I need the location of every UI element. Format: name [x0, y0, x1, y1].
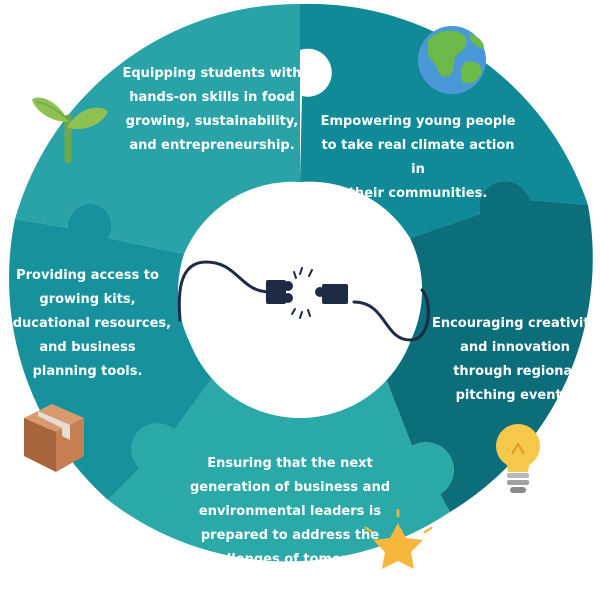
star-icon — [364, 508, 433, 569]
segment-top-right — [300, 3, 588, 239]
segment-right-text: Encouraging creativity and innovation th… — [431, 316, 599, 403]
segment-right — [385, 181, 593, 512]
segment-top-left — [15, 3, 300, 255]
lightbulb-icon — [496, 424, 540, 493]
globe-icon — [418, 26, 486, 94]
segment-top-left-text: Equipping students with hands-on skills … — [122, 66, 302, 153]
puzzle-plug-icon — [177, 260, 430, 342]
center-circle — [182, 182, 418, 418]
segment-bottom-text: Ensuring that the next generation of bus… — [189, 456, 391, 567]
box-icon — [24, 404, 84, 472]
segment-top-right-text: Empowering young people to take real cli… — [320, 114, 516, 201]
sprout-icon — [32, 97, 108, 164]
segment-bottom — [108, 376, 454, 562]
segment-left-text: Providing access to growing kits, educat… — [3, 268, 172, 379]
